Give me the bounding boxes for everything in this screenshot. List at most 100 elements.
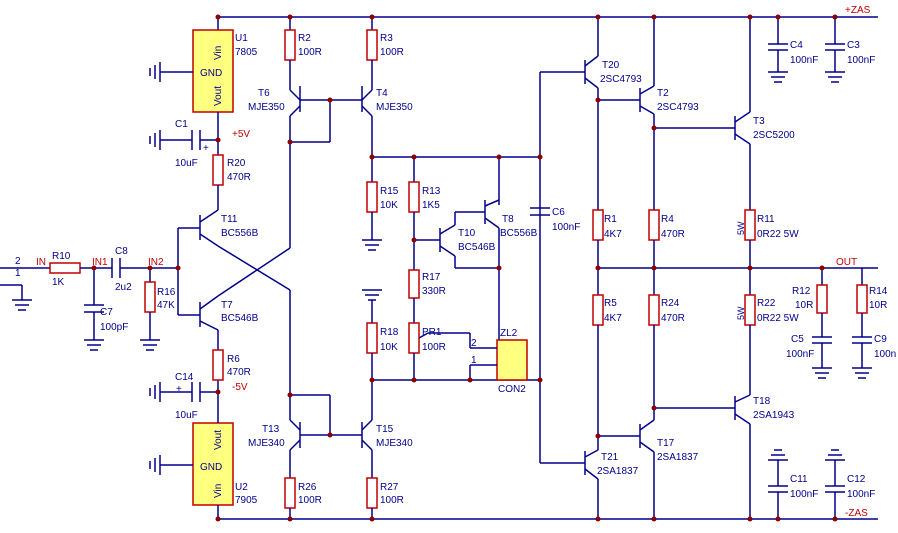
r6-ref: R6 [227, 354, 240, 365]
regulator-u1: Vin GND Vout U1 7805 [149, 17, 258, 155]
r13-value: 1K5 [422, 200, 440, 211]
c5-value: 100nF [786, 349, 814, 360]
t13-ref: T13 [262, 424, 280, 435]
t10-value: BC546B [458, 242, 496, 253]
t7-value: BC546B [221, 313, 259, 324]
c1-polarity: + [203, 143, 209, 154]
r18-value: 10K [380, 342, 398, 353]
net-in1-label: IN1 [92, 257, 108, 268]
u1-gnd-pin: GND [200, 68, 222, 79]
r15-value: 10K [380, 200, 398, 211]
t20-ref: T20 [602, 60, 620, 71]
transistor-t4: T4 MJE350 [330, 86, 413, 157]
c11-ref: C11 [790, 474, 808, 485]
resistor-r27: R27 100R [366, 477, 404, 519]
r10-value: 1K [52, 277, 65, 288]
transistor-t21: T21 2SA1837 [584, 449, 639, 519]
resistor-r17: R17 330R [408, 269, 446, 323]
c6-value: 100nF [552, 222, 580, 233]
transistor-t13: T13 MJE340 [248, 290, 331, 478]
r17-value: 330R [422, 286, 446, 297]
u1-value: 7805 [235, 47, 258, 58]
u2-value: 7905 [235, 495, 258, 506]
power-rails [218, 16, 878, 520]
resistor-r14: R14 10R [856, 268, 888, 337]
r1-value: 4K7 [604, 229, 622, 240]
r3-value: 100R [380, 47, 404, 58]
r2-value: 100R [298, 47, 322, 58]
transistor-t20: T20 2SC4793 [584, 17, 642, 210]
transistor-t11: T11 BC556B [177, 205, 291, 315]
t8-ref: T8 [502, 214, 514, 225]
c8-value: 2u2 [115, 282, 132, 293]
capacitor-c7: C7 100pF [84, 268, 128, 351]
resistor-r2: R2 100R [284, 17, 322, 90]
u2-vin-pin: Vin [213, 484, 224, 498]
c4-ref: C4 [790, 40, 803, 51]
resistor-r1: R1 4K7 [592, 209, 622, 295]
c7-ref: C7 [100, 307, 113, 318]
c3-ref: C3 [847, 40, 860, 51]
c7-value: 100pF [100, 322, 128, 333]
r27-ref: R27 [380, 482, 399, 493]
pin-1-label: 1 [15, 268, 21, 279]
resistor-r16: R16 47K [140, 268, 176, 351]
r11-value: 0R22 5W [757, 229, 799, 240]
c12-value: 100nF [847, 489, 875, 500]
capacitor-c1: C1 + 10uF +5V [149, 119, 250, 169]
t3-ref: T3 [753, 116, 765, 127]
net-in-label: IN [36, 257, 46, 268]
t4-value: MJE350 [376, 102, 413, 113]
rail-pos-label: +ZAS [845, 5, 871, 16]
r2-ref: R2 [298, 33, 311, 44]
t7-ref: T7 [221, 300, 233, 311]
t10-ref: T10 [458, 228, 476, 239]
capacitor-c14: C14 + 10uF -5V [149, 372, 248, 421]
zl2-value: CON2 [498, 384, 526, 395]
net-in2-label: IN2 [148, 257, 164, 268]
r26-value: 100R [298, 495, 322, 506]
r5-value: 4K7 [604, 313, 622, 324]
capacitor-c3: C3 100nF [825, 17, 875, 83]
t20-value: 2SC4793 [600, 74, 642, 85]
resistor-r26: R26 100R [284, 477, 322, 519]
transistor-t18: T18 2SA1943 [734, 394, 795, 519]
c14-polarity: + [176, 384, 182, 395]
resistor-r5: R5 4K7 [592, 294, 622, 450]
r5-ref: R5 [604, 298, 617, 309]
zl2-pin-1: 1 [471, 355, 477, 366]
t21-ref: T21 [601, 452, 619, 463]
r4-ref: R4 [661, 214, 674, 225]
transistor-t10: T10 BC546B [414, 211, 499, 269]
c14-value: 10uF [175, 410, 198, 421]
u2-ref: U2 [235, 482, 248, 493]
c9-value: 100n [874, 349, 896, 360]
t18-ref: T18 [753, 396, 771, 407]
capacitor-c6: C6 100nF [530, 207, 580, 233]
c6-ref: C6 [552, 207, 565, 218]
c5-ref: C5 [791, 334, 804, 345]
t15-ref: T15 [376, 424, 394, 435]
transistor-t15: T15 MJE340 [330, 380, 413, 478]
resistor-r3: R3 100R [366, 17, 404, 90]
u2-gnd-pin: GND [200, 462, 222, 473]
u2-vout-pin: Vout [213, 430, 224, 450]
r22-ref: R22 [757, 298, 776, 309]
t17-value: 2SA1837 [657, 452, 699, 463]
p5v-label: +5V [232, 129, 250, 140]
r11-power-tag: 5W [736, 221, 746, 235]
r12-value: 10R [795, 300, 813, 311]
pin-2-label: 2 [15, 256, 21, 267]
t2-value: 2SC4793 [657, 102, 699, 113]
t8-value: BC556B [500, 228, 538, 239]
r13-ref: R13 [422, 186, 441, 197]
resistor-r12: R12 10R [792, 268, 828, 337]
r26-ref: R26 [298, 482, 317, 493]
t18-value: 2SA1943 [753, 410, 795, 421]
t11-ref: T11 [221, 214, 238, 225]
pr1-value: 100R [422, 342, 446, 353]
c9-ref: C9 [874, 334, 887, 345]
m5v-label: -5V [232, 382, 248, 393]
t6-ref: T6 [258, 88, 270, 99]
